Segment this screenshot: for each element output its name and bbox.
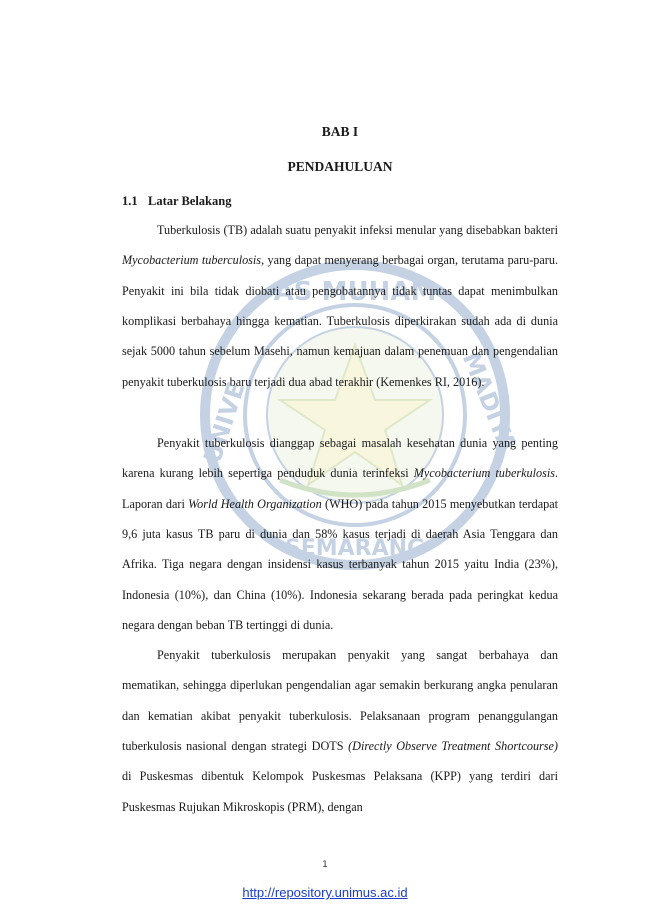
repository-link[interactable]: http://repository.unimus.ac.id	[242, 885, 408, 900]
paragraph-2-text-1: Penyakit tuberkulosis dianggap sebagai m…	[122, 436, 558, 481]
paragraph-2-text-3: (WHO) pada tahun 2015 menyebutkan terdap…	[122, 496, 558, 633]
paragraph-2-italic-2: World Health Organization	[188, 496, 322, 511]
section-number: 1.1	[122, 194, 138, 208]
section-title: Latar Belakang	[148, 194, 232, 208]
paragraph-2: Penyakit tuberkulosis dianggap sebagai m…	[122, 428, 558, 640]
paragraph-2-italic-1: Mycobacterium tuberkulosis	[413, 466, 555, 481]
paragraph-3-italic-1: (Directly Observe Treatment Shortcourse)	[348, 739, 558, 754]
chapter-title: PENDAHULUAN	[287, 159, 393, 174]
paragraph-2-text-2: . Laporan dari	[122, 466, 559, 511]
section-heading: 1.1 Latar Belakang	[122, 194, 231, 209]
paragraph-1-text-2: , yang dapat menyerang berbagai organ, t…	[122, 253, 559, 389]
paragraph-3: Penyakit tuberkulosis merupakan penyakit…	[122, 640, 558, 822]
chapter-number: BAB I	[321, 124, 359, 139]
paragraph-3-text-1: Penyakit tuberkulosis merupakan penyakit…	[122, 648, 558, 754]
paragraph-1-italic-1: Mycobacterium tuberculosis	[122, 253, 262, 268]
paragraph-1: Tuberkulosis (TB) adalah suatu penyakit …	[122, 215, 558, 397]
paragraph-1-text-1: Tuberkulosis (TB) adalah suatu penyakit …	[157, 223, 558, 237]
paragraph-3-text-2: di Puskesmas dibentuk Kelompok Puskesmas…	[122, 769, 558, 814]
page-number: 1	[322, 860, 328, 870]
